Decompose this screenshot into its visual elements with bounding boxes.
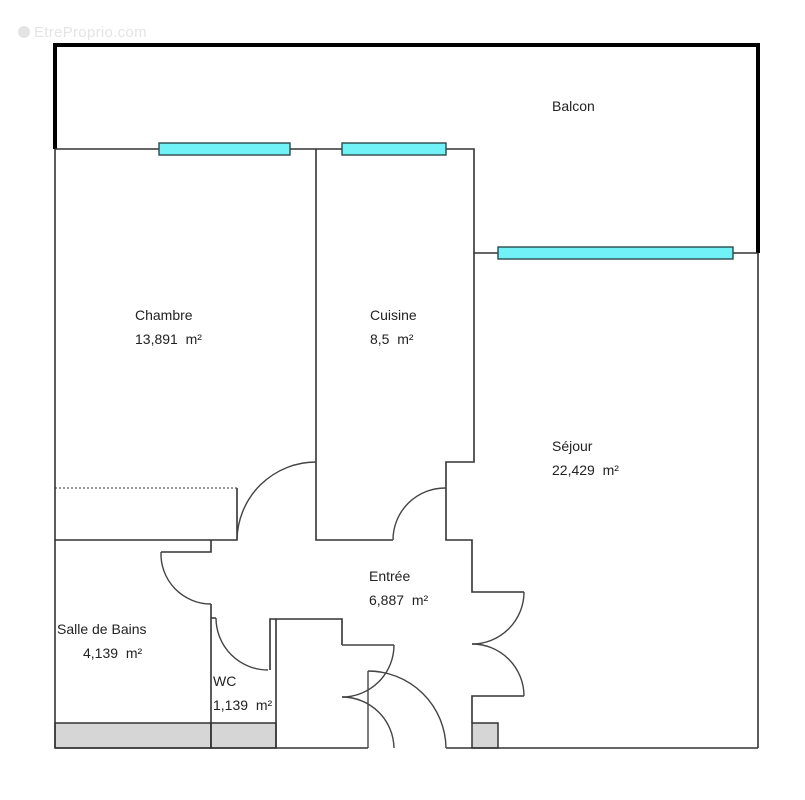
room-name: Entrée [369,568,411,584]
door-wc-arc [215,617,269,671]
wall-top-chambre [55,148,758,254]
wc-fixture [210,722,277,749]
room-label-salle-de-bains: Salle de Bains 4,139 m² [57,617,147,665]
watermark-text: EtreProprio.com [34,24,147,41]
room-area: 22,429 m² [552,462,619,478]
room-area: 13,891 m² [135,331,202,347]
wall-entrance-stub [342,644,394,748]
room-name: Cuisine [370,307,417,323]
wall-wc [269,618,276,670]
wall-entree-sejour [471,695,524,723]
bath-fixture [54,722,212,749]
room-label-cuisine: Cuisine 8,5 m² [370,303,417,351]
balcony-outline [53,43,760,253]
room-name: WC [213,673,237,689]
door-entrance-arc-1 [341,644,395,698]
door-entrance-arc-2 [341,696,395,749]
room-label-chambre: Chambre 13,891 m² [135,303,202,351]
wall-closet [55,488,238,541]
room-label-wc: WC 1,139 m² [213,669,272,717]
door-entrance-arc-main [367,670,447,749]
room-name: Séjour [552,438,593,454]
wall-chambre-cuisine [315,149,393,541]
sejour-fixture [471,722,499,749]
room-name: Chambre [135,307,193,323]
room-label-entree: Entrée 6,887 m² [369,564,428,612]
window-chambre [158,142,291,156]
door-sejour-arc-bottom [471,643,525,697]
room-area: 1,139 m² [213,697,273,713]
wall-cuisine-sejour [445,253,524,593]
room-name: Salle de Bains [57,621,147,637]
wall-bottom [55,618,758,749]
room-name: Balcon [552,98,595,114]
watermark: EtreProprio.com [18,24,147,41]
door-cuisine-arc [392,487,447,541]
copyright-icon [18,26,30,38]
room-area: 4,139 m² [83,645,143,661]
door-sejour-arc-top [471,591,525,645]
door-chambre-arc [236,461,317,541]
room-area: 8,5 m² [370,331,414,347]
wall-bath [161,540,216,748]
room-label-sejour: Séjour 22,429 m² [552,434,619,482]
room-label-balcon: Balcon [552,94,595,118]
window-cuisine [341,142,447,156]
room-area: 6,887 m² [369,592,429,608]
door-bath-arc [160,551,212,605]
window-sejour [497,246,734,260]
